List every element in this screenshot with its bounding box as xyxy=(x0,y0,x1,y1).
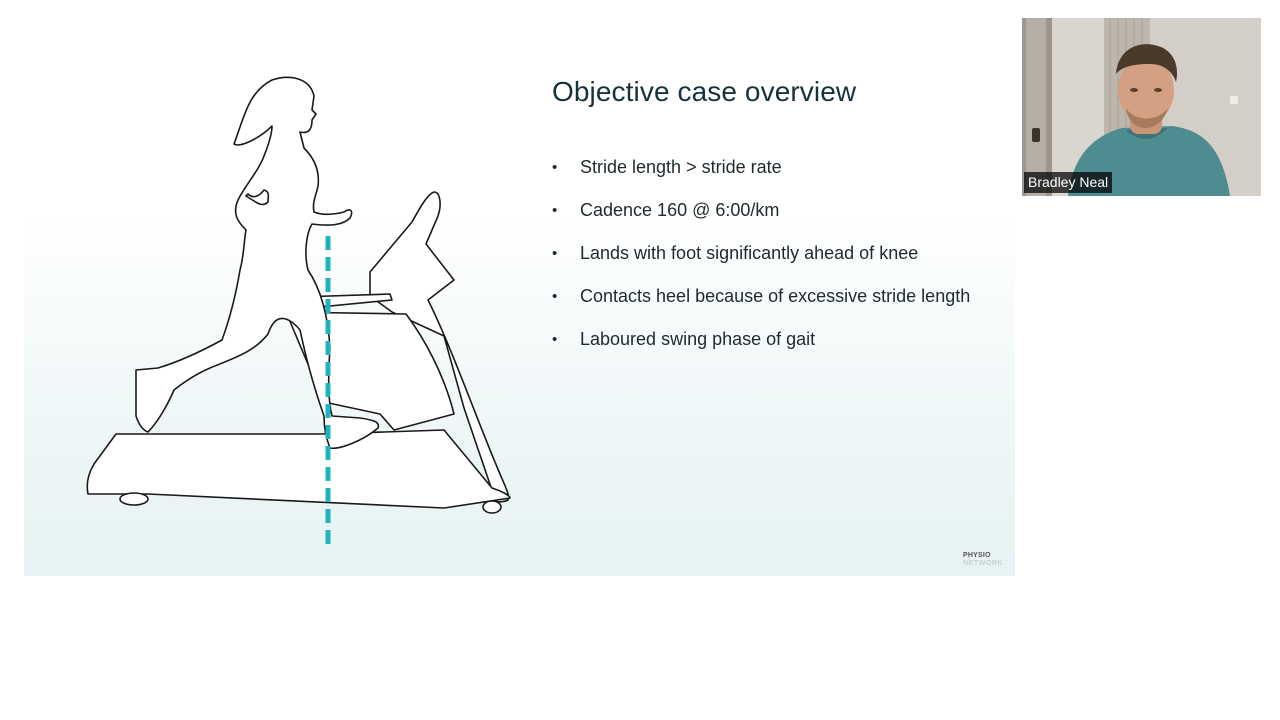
physio-network-logo: PHYSIO NETWORK xyxy=(963,552,1003,568)
slide-title: Objective case overview xyxy=(552,76,857,107)
logo-text-bottom: NETWORK xyxy=(963,560,1003,567)
bullet-item: • Stride length > stride rate xyxy=(552,149,972,186)
bullet-text: Laboured swing phase of gait xyxy=(580,329,816,349)
bullet-item: • Lands with foot significantly ahead of… xyxy=(552,235,972,272)
bullet-text: Contacts heel because of excessive strid… xyxy=(580,286,971,306)
participant-video-tile[interactable]: Bradley Neal xyxy=(1022,18,1261,196)
bullet-text: Lands with foot significantly ahead of k… xyxy=(580,243,919,263)
bullet-dot-icon: • xyxy=(552,288,558,305)
bullet-dot-icon: • xyxy=(552,331,558,348)
bullet-item: • Cadence 160 @ 6:00/km xyxy=(552,192,972,229)
logo-text-top: PHYSIO xyxy=(963,552,991,559)
bullet-item: • Contacts heel because of excessive str… xyxy=(552,278,972,315)
bullet-text: Stride length > stride rate xyxy=(580,157,782,177)
bullet-item: • Laboured swing phase of gait xyxy=(552,321,972,358)
bullet-dot-icon: • xyxy=(552,159,558,176)
presentation-slide: Objective case overview • Stride length … xyxy=(24,18,1015,576)
bullet-dot-icon: • xyxy=(552,245,558,262)
participant-video-feed xyxy=(1022,18,1261,196)
participant-name-tag: Bradley Neal xyxy=(1024,172,1113,193)
bullet-dot-icon: • xyxy=(552,202,558,219)
runner-on-treadmill-icon xyxy=(86,76,511,544)
bullet-list: • Stride length > stride rate • Cadence … xyxy=(552,149,972,364)
bullet-text: Cadence 160 @ 6:00/km xyxy=(580,200,780,220)
